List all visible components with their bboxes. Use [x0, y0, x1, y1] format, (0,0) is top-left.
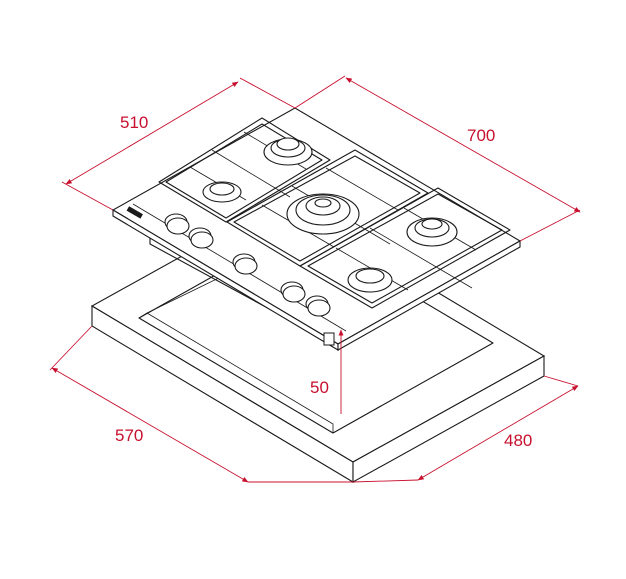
knob-icon	[232, 253, 258, 275]
knob-icon	[305, 295, 331, 317]
dimension-label-hob-height: 50	[310, 378, 329, 397]
dimension-lines	[49, 75, 581, 483]
wok-burner-icon	[286, 193, 360, 235]
dimension-label-cutout-depth: 480	[504, 431, 532, 450]
dimension-label-hob-width: 700	[467, 126, 495, 145]
knob-icon	[188, 227, 214, 249]
burner-icon	[406, 217, 458, 247]
dimension-label-cutout-width: 570	[115, 426, 143, 445]
brand-logo	[126, 206, 143, 219]
knob-icon	[280, 281, 306, 303]
burner-icon	[347, 267, 393, 293]
dimension-label-hob-depth: 510	[120, 113, 148, 132]
gas-inlet	[323, 332, 335, 346]
burner-icon	[263, 137, 313, 166]
burner-icon	[202, 181, 242, 203]
control-knobs	[164, 213, 331, 317]
knob-icon	[164, 213, 190, 235]
